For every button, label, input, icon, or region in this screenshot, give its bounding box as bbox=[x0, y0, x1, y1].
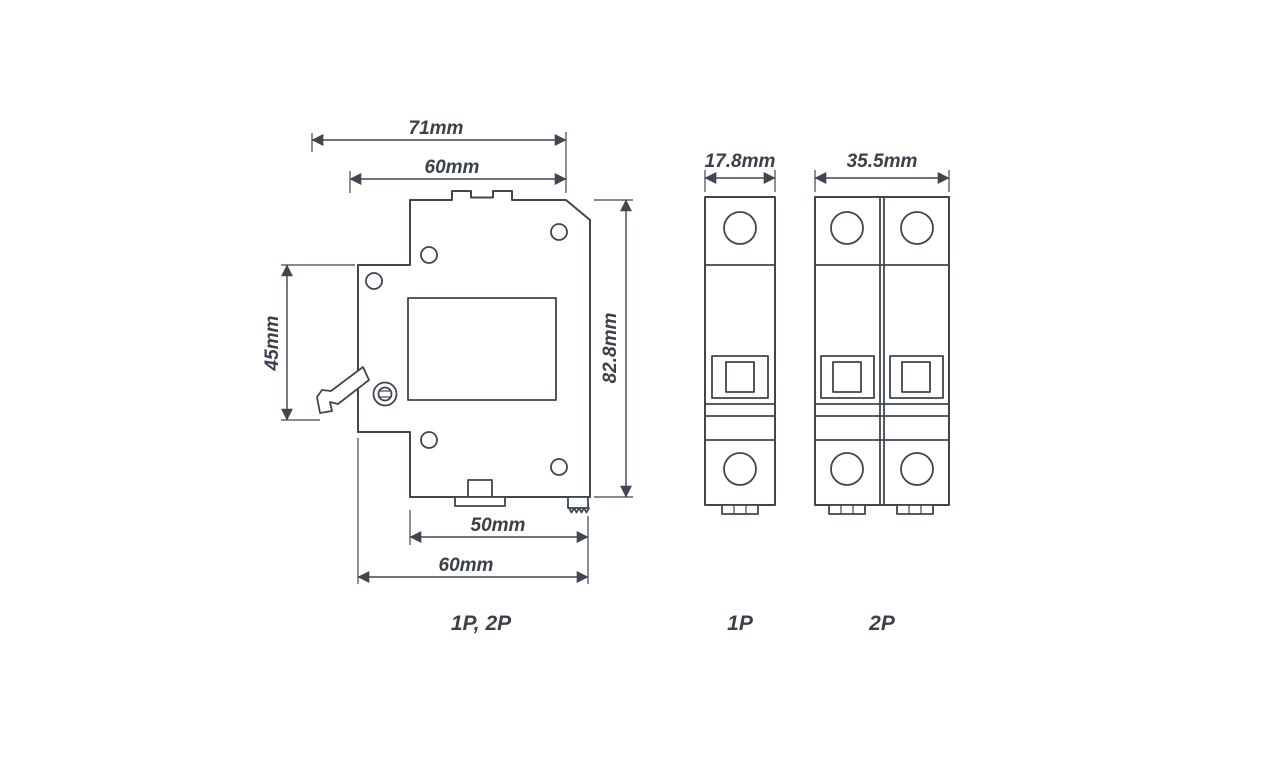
dimension-bottom-inner: 50mm bbox=[409, 510, 589, 584]
bottom-din-tab-stem bbox=[467, 479, 493, 498]
bottom-foot bbox=[896, 504, 934, 515]
front-view-1p-caption: 1P bbox=[727, 612, 754, 635]
breaker-side-body-outline bbox=[357, 190, 591, 498]
dimension-label-2p-width: 35.5mm bbox=[847, 151, 918, 172]
dimension-1p-width: 17.8mm bbox=[704, 151, 776, 192]
dimension-label-top-outer: 71mm bbox=[409, 118, 464, 139]
front-view-2p-caption: 2P bbox=[868, 612, 896, 635]
terminal-screw bbox=[900, 211, 934, 245]
front-view-1p: 17.8mm 1P bbox=[704, 151, 776, 635]
front-view-2p: 35.5mm 2P bbox=[814, 151, 950, 635]
dimension-bottom-outer: 60mm bbox=[357, 438, 589, 584]
dimension-label-bottom-outer: 60mm bbox=[439, 555, 494, 576]
dimension-top-inner: 60mm bbox=[349, 157, 567, 193]
breaker-2p-body bbox=[814, 196, 950, 506]
toggle-handle bbox=[901, 361, 931, 393]
label-window bbox=[407, 297, 557, 401]
toggle-recess bbox=[820, 355, 875, 399]
dimension-left-height: 45mm bbox=[262, 264, 355, 421]
toggle-recess bbox=[889, 355, 944, 399]
dimension-label-right-height: 82.8mm bbox=[600, 313, 621, 384]
dimension-label-top-inner: 60mm bbox=[425, 157, 480, 178]
din-clip bbox=[567, 496, 589, 509]
terminal-screw bbox=[900, 452, 934, 486]
side-view-caption: 1P, 2P bbox=[451, 612, 512, 635]
toggle-recess bbox=[711, 355, 769, 399]
release-lever bbox=[316, 366, 370, 414]
terminal-screw bbox=[723, 452, 757, 486]
terminal-screw bbox=[723, 211, 757, 245]
dimension-label-left-height: 45mm bbox=[262, 315, 283, 371]
screw-hole bbox=[420, 246, 438, 264]
screw-hole bbox=[550, 223, 568, 241]
dimension-label-1p-width: 17.8mm bbox=[705, 151, 776, 172]
toggle-handle bbox=[725, 361, 755, 393]
screw-hole bbox=[550, 458, 568, 476]
bottom-din-tab-base bbox=[454, 496, 506, 507]
dimension-right-height: 82.8mm bbox=[594, 199, 633, 498]
dimension-2p-width: 35.5mm bbox=[814, 151, 950, 192]
toggle-handle bbox=[832, 361, 862, 393]
bottom-foot bbox=[721, 504, 759, 515]
pivot-screw-inner bbox=[377, 386, 393, 402]
side-view: 71mm 60mm 45mm 82.8mm 50mm bbox=[262, 118, 633, 635]
pivot-screw-outer bbox=[372, 381, 398, 407]
terminal-screw bbox=[830, 452, 864, 486]
screw-hole bbox=[365, 272, 383, 290]
dimension-top-outer: 71mm bbox=[311, 118, 567, 193]
bottom-foot bbox=[828, 504, 866, 515]
dimension-label-bottom-inner: 50mm bbox=[471, 515, 526, 536]
terminal-screw bbox=[830, 211, 864, 245]
screw-hole bbox=[420, 431, 438, 449]
din-clip-serrations bbox=[568, 507, 590, 514]
